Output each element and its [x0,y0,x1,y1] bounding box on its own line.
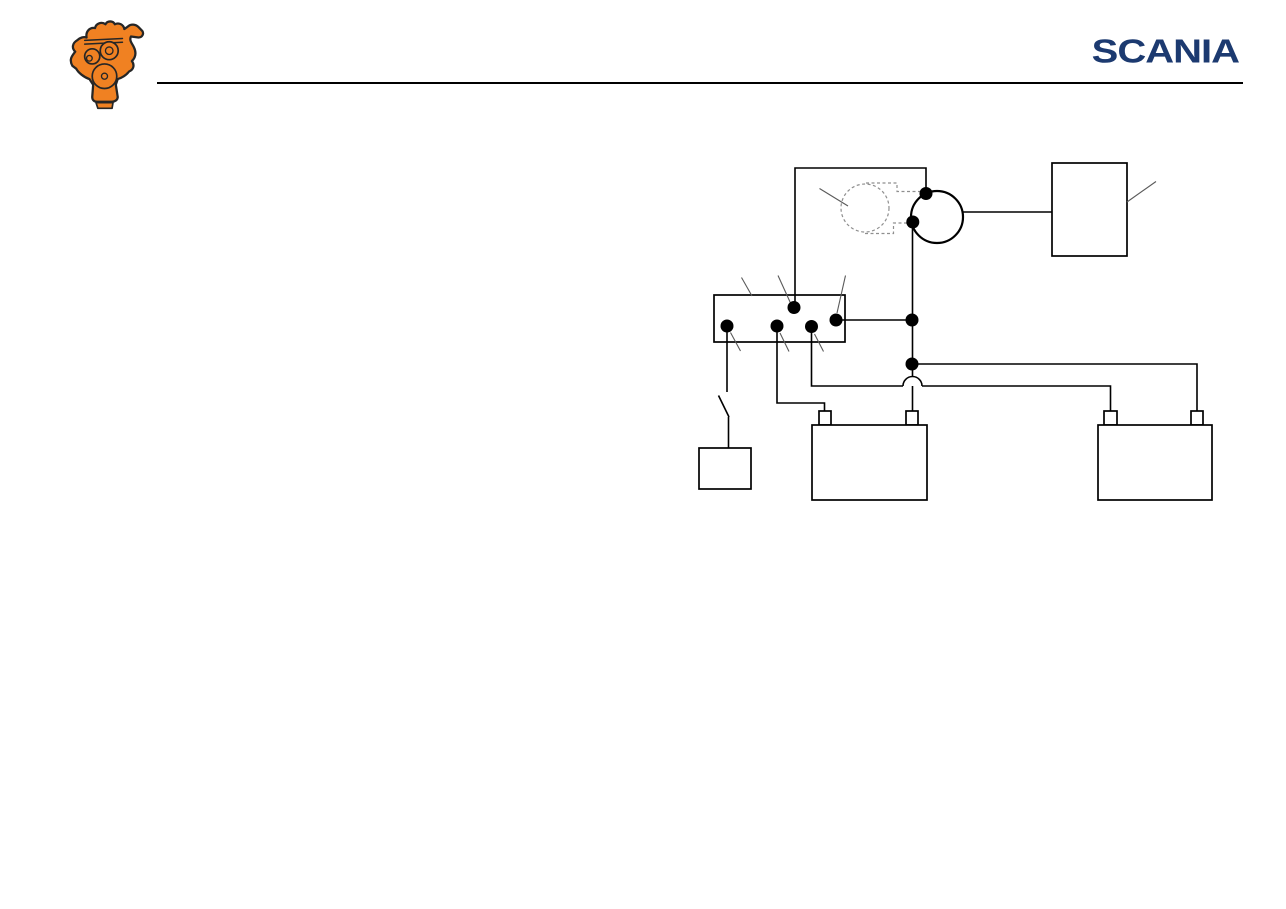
battery-right-body [1097,424,1213,501]
connector-right-dot [829,313,843,327]
leader-connector-right-dot [836,275,847,314]
leader-lines [730,181,1157,352]
switch-box [698,447,752,490]
battery-left-terminal-neg [818,410,832,426]
leader-control-unit [1126,181,1157,203]
wire-to-battery-left-neg [776,326,826,411]
junction-dot-upper [905,313,919,327]
wires [717,167,1198,448]
starter-motor-circle [909,189,965,245]
wire-to-battery-right-neg [922,385,1112,411]
battery-left [811,410,928,501]
battery-left-terminal-pos [905,410,919,426]
leader-connector-block [741,277,753,297]
dashed-link-bottom [865,222,908,235]
connector-dot3 [805,320,818,333]
dashed-device-circle [840,183,890,233]
wire-to-battery-right-pos [912,363,1198,411]
connector-top-dot [787,301,801,314]
leader-dashed-circle [819,188,849,207]
switch-blade [717,395,730,418]
wire-connector-to-starter-top [794,167,927,307]
leader-connector-dot2 [779,332,790,352]
battery-right [1097,410,1213,501]
battery-right-terminal-pos [1190,410,1204,426]
leader-connector-dot3 [814,333,824,352]
junction-dot-lower [905,357,919,371]
battery-right-terminal-neg [1103,410,1118,426]
dashed-device [840,182,920,235]
junction-dots [720,187,933,371]
starter-terminal-dot-top [919,187,933,200]
starter-terminal-dot-bottom [906,215,920,229]
connector-dot1 [720,319,734,333]
brand-wordmark: SCANIA [1091,33,1240,70]
engine-body [69,20,145,103]
connector-block [713,294,846,343]
leader-connector-top-dot [777,275,792,304]
control-unit-box [1051,162,1128,257]
engine-icon [69,20,145,110]
header-rule [157,82,1243,84]
wire-crossover-hop [902,375,923,387]
leader-connector-dot1 [730,332,741,352]
wire-dot3-horizontal-left [810,326,903,387]
connector-dot2 [770,319,784,333]
battery-left-body [811,424,928,501]
dashed-link-top [866,182,920,193]
